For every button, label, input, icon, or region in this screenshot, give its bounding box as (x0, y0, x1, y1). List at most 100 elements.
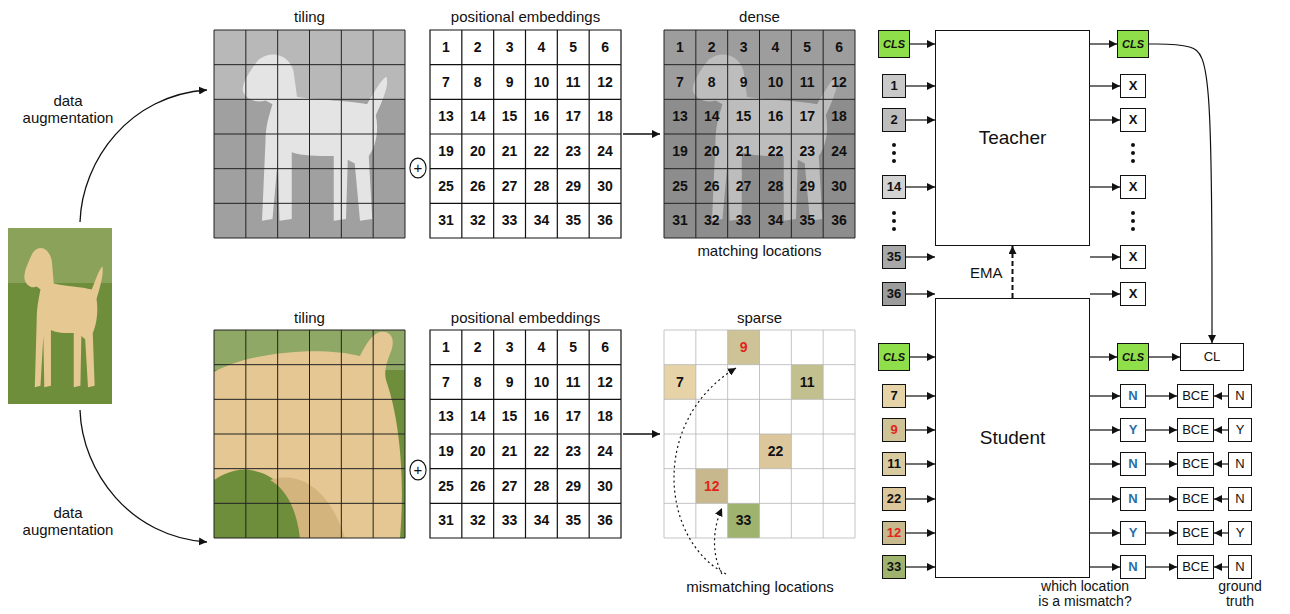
patch-token: 1 (882, 74, 906, 98)
patch-number: 22 (760, 443, 792, 460)
flow-arrow (1090, 43, 1117, 44)
node-text: CL (1204, 350, 1221, 365)
position-number: 18 (589, 408, 621, 425)
image-patch (696, 469, 728, 504)
node-text: 11 (887, 457, 901, 472)
flow-arrow (906, 566, 935, 567)
position-number: 18 (589, 108, 621, 125)
position-number: 16 (526, 108, 558, 125)
tile-number: 21 (728, 143, 760, 160)
node-text: + (414, 461, 423, 478)
position-number: 31 (430, 212, 462, 229)
edge-label: EMA (968, 264, 1005, 281)
patch-number: 9 (728, 339, 760, 356)
prediction-box: Y (1120, 521, 1146, 545)
position-number: 32 (462, 512, 494, 529)
position-number: 19 (430, 143, 462, 160)
flow-arrow (1149, 44, 1212, 343)
stage-label: positional embeddings (430, 309, 621, 327)
tile-grid (664, 30, 855, 238)
ellipsis-dot (1131, 151, 1135, 155)
flow-arrow (623, 433, 660, 434)
node-text: BCE (1182, 526, 1209, 541)
dog-figure (24, 248, 102, 387)
patch-token: 2 (882, 108, 906, 132)
position-number: 25 (430, 178, 462, 195)
node-text: Teacher (979, 127, 1047, 149)
table-grid (430, 330, 621, 538)
node-text: X (1129, 180, 1138, 195)
sparse-grid (664, 330, 855, 538)
tile-number: 25 (664, 178, 696, 195)
flow-arrow (1149, 356, 1180, 357)
position-number: 8 (462, 374, 494, 391)
position-number: 29 (557, 478, 589, 495)
column-label: ground truth (1210, 579, 1270, 609)
node-text: 2 (890, 113, 897, 128)
flow-arrow (906, 256, 935, 257)
node-text: BCE (1182, 560, 1209, 575)
tile-number: 5 (791, 39, 823, 56)
flow-arrow (1090, 356, 1117, 357)
position-number: 8 (462, 74, 494, 91)
ground-truth-box: N (1228, 555, 1252, 579)
image-patch (791, 365, 823, 400)
position-number: 30 (589, 478, 621, 495)
node-text: N (1235, 492, 1244, 507)
pointer-arrow (715, 508, 723, 574)
patch-number: 33 (728, 512, 760, 529)
tile-number: 20 (696, 143, 728, 160)
image-patch (664, 365, 696, 400)
flow-arrow (906, 293, 935, 294)
position-number: 36 (589, 212, 621, 229)
node-text: Student (980, 427, 1046, 449)
tile-number: 18 (823, 108, 855, 125)
tile-number: 11 (791, 74, 823, 91)
position-number: 23 (557, 443, 589, 460)
node-text: BCE (1182, 423, 1209, 438)
photo-ground (8, 228, 112, 404)
node-text: 36 (887, 287, 901, 302)
position-number: 26 (462, 478, 494, 495)
flow-arrow (1090, 429, 1120, 430)
tile-number: 12 (823, 74, 855, 91)
position-number: 2 (462, 39, 494, 56)
flow-arrow (1090, 395, 1120, 396)
node-text: Y (1236, 423, 1245, 438)
ground-truth-box: N (1228, 487, 1252, 511)
node-text: CLS (1122, 38, 1144, 51)
flow-arrow (906, 463, 935, 464)
position-number: 9 (494, 374, 526, 391)
tile-number: 6 (823, 39, 855, 56)
flow-arrow (1146, 532, 1177, 533)
image-patch (728, 330, 760, 365)
dog-crop (214, 332, 402, 538)
position-number: 21 (494, 443, 526, 460)
tile-number: 4 (760, 39, 792, 56)
loss-box: BCE (1177, 555, 1214, 579)
network-box: Student (935, 298, 1090, 578)
ground-truth-box: N (1228, 452, 1252, 476)
position-number: 5 (557, 339, 589, 356)
node-text: CLS (883, 38, 905, 51)
flow-arrow (1146, 498, 1177, 499)
position-number: 3 (494, 339, 526, 356)
position-number: 15 (494, 108, 526, 125)
ema-arrow (1012, 246, 1014, 298)
position-number: 35 (557, 512, 589, 529)
flow-arrow (906, 429, 935, 430)
ellipsis-dot (1131, 143, 1135, 147)
position-number: 12 (589, 74, 621, 91)
tile-number: 13 (664, 108, 696, 125)
patch-token: 11 (882, 452, 906, 476)
tile-number: 3 (728, 39, 760, 56)
flow-arrow (1146, 395, 1177, 396)
ellipsis-dot (1131, 227, 1135, 231)
node-text: N (1235, 457, 1244, 472)
photo-ground (214, 30, 405, 238)
ellipsis-dot (1131, 159, 1135, 163)
patch-number: 11 (791, 374, 823, 391)
stage-label: tiling (214, 8, 405, 26)
flow-arrow (910, 356, 935, 357)
